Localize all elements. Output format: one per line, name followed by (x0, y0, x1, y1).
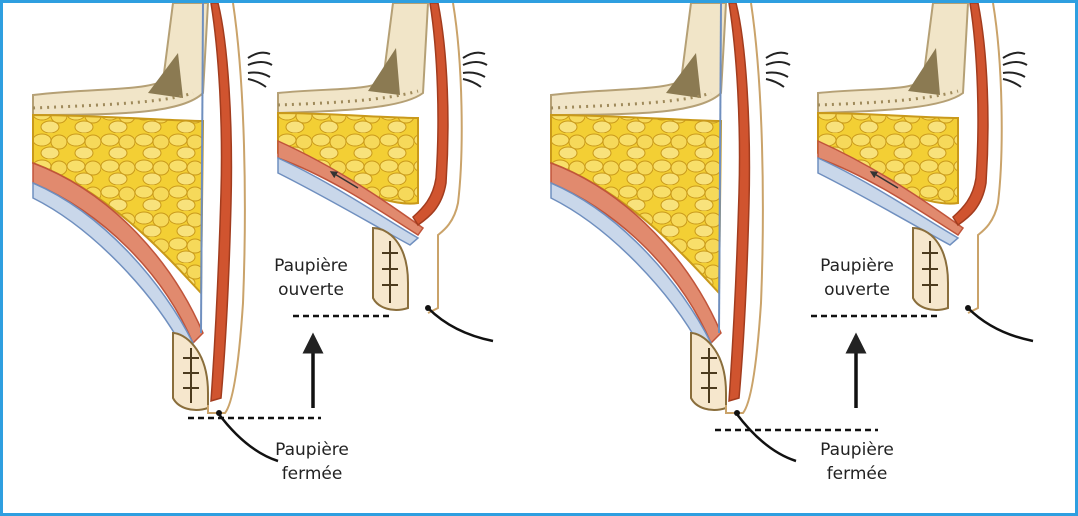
panel-right: Paupière ouverte Paupière fermée (549, 3, 1038, 505)
open-label-line2: ouverte (278, 280, 344, 300)
closed-label-line2: fermée (282, 464, 343, 484)
closed-label-line1: Paupière (820, 440, 894, 460)
closed-label-line1: Paupière (275, 440, 349, 460)
closed-label-line2: fermée (827, 464, 888, 484)
open-label-line2: ouverte (824, 280, 890, 300)
open-label-line1: Paupière (274, 256, 348, 276)
eyelid-anatomy-diagram: Paupière ouverte Paupière fermée Paupièr… (31, 3, 1075, 505)
open-label-line1: Paupière (820, 256, 894, 276)
panel-left: Paupière ouverte Paupière fermée (31, 3, 498, 505)
